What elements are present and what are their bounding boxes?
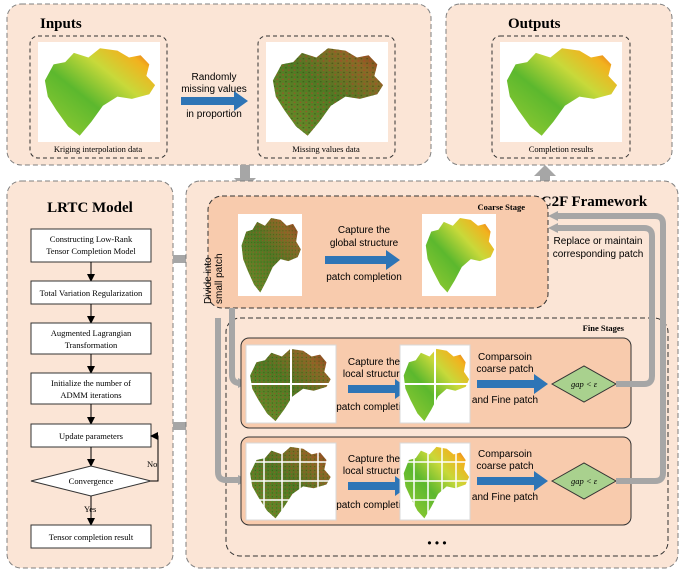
outputs-title: Outputs [508, 16, 561, 32]
lrtc-step-lagrangian [30, 322, 152, 355]
fine1-blue-arrow-1 [348, 379, 409, 399]
lrtc-step-admm [30, 372, 152, 405]
lrtc-step3-line2: Transformation [65, 340, 118, 350]
random-label-2: missing values [181, 84, 247, 95]
lrtc-step3-line1: Augmented Lagrangian [51, 328, 132, 338]
lrtc-title: LRTC Model [47, 200, 133, 216]
fine1-blue-arrow-2 [477, 374, 548, 394]
replace-feedback-line-2 [556, 213, 666, 484]
fine2-capture-1: Capture the [348, 454, 401, 465]
lrtc-step2-text: Total Variation Regularization [40, 288, 143, 298]
replace-arrow-head-2 [548, 223, 558, 233]
lrtc-step4-line1: Initialize the number of [51, 378, 131, 388]
lrtc-step4-line2: ADMM iterations [60, 390, 121, 400]
more-stages-ellipsis: • • • [427, 536, 446, 550]
lrtc-yes-label: Yes [84, 504, 96, 514]
lrtc-decision-text: Convergence [69, 476, 114, 486]
replace-label-1: Replace or maintain [554, 236, 643, 247]
fine1-input-frame [245, 344, 337, 424]
fine2-output-frame [399, 442, 471, 521]
c2f-title: C2F Framework [541, 194, 648, 210]
c2f-to-outputs-arrow [534, 165, 556, 189]
replace-arrow-head-1 [548, 211, 558, 221]
replace-label-2: corresponding patch [553, 249, 644, 260]
lrtc-step1-line2: Tensor Completion Model [46, 246, 136, 256]
fine-stages-title: Fine Stages [583, 323, 625, 333]
fine2-gap-label: gap < ε [571, 476, 598, 486]
fine2-compare-1: Comparsoin [478, 449, 532, 460]
fine1-compare-2: coarse patch [476, 364, 533, 375]
fine2-input-frame [245, 442, 337, 521]
completion-caption: Completion results [529, 144, 593, 154]
fine2-compare-2: coarse patch [476, 461, 533, 472]
fine2-capture-2: local structure [343, 466, 406, 477]
lrtc-step-construct [30, 228, 152, 263]
missing-caption: Missing values data [292, 144, 360, 154]
kriging-caption: Kriging interpolation data [54, 144, 143, 154]
lrtc-step1-line1: Constructing Low-Rank [50, 234, 133, 244]
lrtc-result-text: Tensor completion result [49, 532, 134, 542]
replace-feedback-line-1 [556, 225, 655, 387]
fine2-blue-arrow-1 [348, 476, 409, 496]
inputs-blue-arrow [181, 91, 248, 111]
lrtc-loop-arrow [150, 432, 159, 482]
divide-arrow-to-fine2 [215, 318, 246, 483]
coarse-blue-arrow [325, 250, 400, 270]
divide-label-2: small patch [214, 253, 225, 304]
random-label-3: in proportion [186, 109, 242, 120]
fine1-capture-1: Capture the [348, 357, 401, 368]
coarse-label-2: global structure [330, 238, 399, 249]
fine2-input-grid [246, 443, 336, 520]
fine1-gap-label: gap < ε [571, 379, 598, 389]
lrtc-step5-text: Update parameters [59, 431, 123, 441]
divide-label-1: Divide into [203, 257, 214, 304]
fine2-blue-arrow-2 [477, 471, 548, 491]
coarse-label-3: patch completion [326, 272, 402, 283]
lrtc-step-result [30, 524, 152, 549]
fine2-compare-3: and Fine patch [472, 492, 538, 503]
random-label-1: Randomly [191, 72, 236, 83]
fine1-output-frame [399, 344, 471, 424]
inputs-title: Inputs [40, 16, 82, 32]
fine1-capture-2: local structure [343, 369, 406, 380]
fine2-output-grid [400, 443, 470, 520]
fine2-capture-3: patch completion [336, 500, 412, 511]
fine1-compare-1: Comparsoin [478, 352, 532, 363]
coarse-label-1: Capture the [338, 225, 391, 236]
coarse-stage-title: Coarse Stage [478, 202, 526, 212]
fine1-capture-3: patch completion [336, 402, 412, 413]
lrtc-no-label: No [147, 459, 157, 469]
fine1-compare-3: and Fine patch [472, 395, 538, 406]
